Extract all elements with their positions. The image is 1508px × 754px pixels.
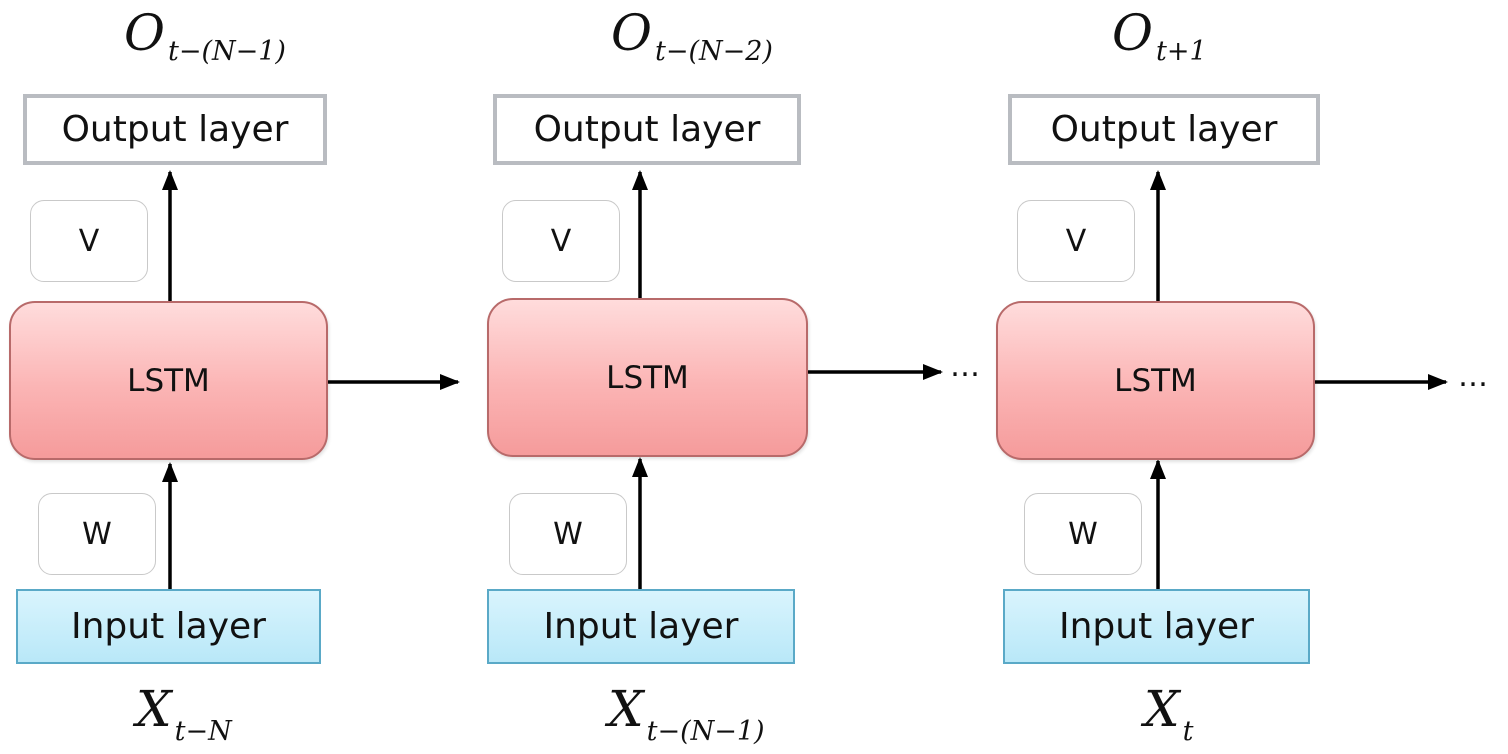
v-weight-box-2: V (502, 200, 620, 282)
lstm-cell-3: LSTM (996, 301, 1315, 460)
output-subscript-2: t−(N−2) (655, 36, 773, 67)
output-subscript-1: t−(N−1) (168, 36, 286, 67)
ellipsis-continuation-2: … (1458, 359, 1489, 394)
ellipsis-continuation-1: … (950, 349, 981, 384)
output-subscript-3: t+1 (1156, 36, 1207, 67)
input-subscript-3: t (1182, 716, 1194, 747)
input-subscript-1: t−N (174, 716, 232, 747)
w-weight-box-1: W (38, 493, 156, 575)
input-subscript-2: t−(N−1) (646, 716, 765, 747)
input-layer-box-1: Input layer (16, 589, 321, 664)
input-layer-box-2: Input layer (487, 589, 795, 664)
w-weight-box-2: W (509, 493, 627, 575)
output-layer-box-3: Output layer (1008, 94, 1320, 165)
lstm-cell-2: LSTM (487, 298, 808, 457)
output-layer-box-1: Output layer (23, 94, 327, 165)
output-layer-box-2: Output layer (493, 94, 801, 165)
v-weight-box-1: V (30, 200, 148, 282)
v-weight-box-3: V (1017, 200, 1135, 282)
w-weight-box-3: W (1024, 493, 1142, 575)
lstm-cell-1: LSTM (9, 301, 328, 460)
input-layer-box-3: Input layer (1003, 589, 1310, 664)
